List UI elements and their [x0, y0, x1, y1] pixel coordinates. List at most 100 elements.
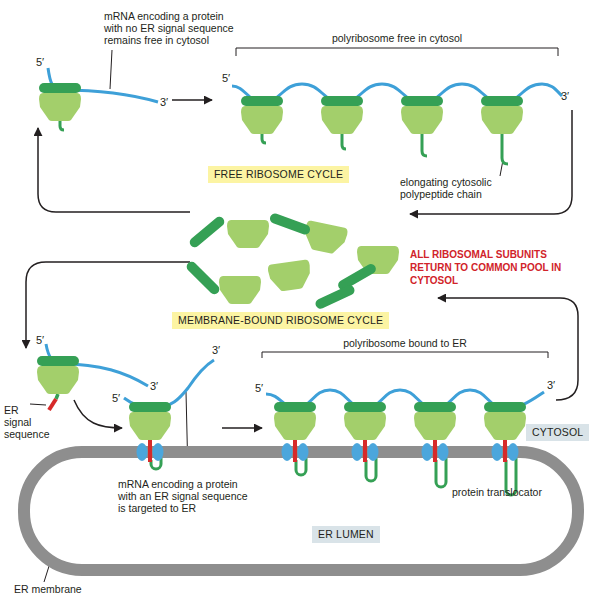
end-label: 5′	[36, 334, 44, 346]
end-label: 5′	[255, 382, 263, 394]
end-label: 3′	[561, 90, 569, 102]
annotation: ER signal sequence	[4, 404, 48, 440]
bound-ribosomes	[124, 360, 544, 440]
end-label: 3′	[160, 96, 168, 108]
large-subunit	[401, 106, 443, 134]
er-membrane	[24, 452, 578, 570]
annotation: protein translocator	[452, 486, 542, 498]
large-subunit	[302, 220, 349, 256]
compartment-box: ER LUMEN	[312, 526, 380, 543]
polypeptide-chain	[502, 134, 508, 164]
large-subunit	[481, 106, 523, 134]
large-subunit	[241, 106, 283, 134]
signal-ribosome	[37, 344, 148, 410]
polypeptide-chain	[60, 121, 64, 130]
small-subunit	[274, 402, 316, 412]
end-label: 3′	[547, 379, 555, 391]
polypeptide-chain	[56, 394, 58, 399]
translocator	[153, 443, 164, 461]
polypeptide-chain	[422, 134, 427, 156]
bracket	[262, 352, 548, 358]
translocator	[422, 443, 433, 461]
signal-sequence	[49, 399, 56, 410]
subunit-pool	[185, 212, 399, 310]
end-label: 5′	[112, 392, 120, 404]
end-label: 3′	[150, 380, 158, 392]
polypeptide-chain	[436, 458, 446, 487]
annotation: elongating cytosolic polypeptide chain	[400, 176, 525, 200]
translocator	[438, 443, 449, 461]
translocator	[352, 443, 363, 461]
leader-line	[30, 404, 46, 405]
compartment-box: CYTOSOL	[526, 424, 589, 441]
signal-sequence	[363, 438, 367, 462]
annotation: ER membrane	[14, 583, 82, 595]
cycle-note: ALL RIBOSOMAL SUBUNITS RETURN TO COMMON …	[410, 248, 568, 287]
step-arrow	[172, 99, 212, 101]
small-subunit	[414, 402, 456, 412]
translocator	[137, 443, 148, 461]
box-text: ER LUMEN	[318, 528, 374, 541]
translocators	[137, 443, 519, 461]
small-subunit	[37, 356, 79, 366]
translocator	[282, 443, 293, 461]
translocator	[492, 443, 503, 461]
large-subunit	[267, 259, 312, 293]
small-subunit	[344, 402, 386, 412]
end-label: 3′	[212, 344, 220, 356]
small-subunit	[484, 402, 526, 412]
cycle-arrow	[38, 128, 190, 212]
small-subunit	[39, 83, 81, 93]
annotation: mRNA encoding a protein with no ER signa…	[104, 10, 239, 46]
mrna	[124, 360, 214, 408]
end-label: 5′	[222, 72, 230, 84]
bracket-label: polyribosome bound to ER	[330, 337, 480, 349]
large-subunit	[227, 220, 269, 248]
leader-line	[110, 50, 112, 89]
translocator	[368, 443, 379, 461]
small-subunit	[269, 212, 312, 236]
annotation: mRNA encoding a protein with an ER signa…	[118, 478, 253, 514]
small-subunit	[188, 215, 227, 250]
large-subunit	[274, 412, 316, 440]
bracket-label: polyribosome free in cytosol	[317, 32, 477, 44]
box-text: CYTOSOL	[532, 426, 583, 439]
cycle-arrow	[438, 298, 578, 400]
small-subunit	[321, 96, 363, 106]
polypeptide-chain	[366, 458, 376, 481]
free-polyribosome	[232, 84, 562, 164]
large-subunit	[414, 412, 456, 440]
signal-sequence	[148, 438, 152, 462]
signal-sequence	[293, 438, 297, 462]
cycle-title-box: FREE RIBOSOME CYCLE	[208, 166, 349, 183]
signal-sequence	[433, 438, 437, 462]
bracket	[236, 48, 558, 56]
cycle-arrow	[26, 262, 190, 348]
translocator	[508, 443, 519, 461]
small-subunit	[481, 96, 523, 106]
small-subunit	[314, 284, 356, 311]
large-subunit	[37, 366, 79, 394]
large-subunit	[219, 276, 261, 304]
signal-sequences	[150, 438, 505, 462]
polypeptide-chain	[262, 134, 266, 143]
large-subunit	[129, 412, 171, 440]
small-subunit	[241, 96, 283, 106]
cycle-arrows	[26, 100, 578, 428]
end-label: 5′	[36, 56, 44, 68]
step-arrow	[74, 400, 122, 428]
free-ribosome	[39, 68, 158, 130]
step-arrow	[222, 427, 262, 429]
large-subunit	[321, 106, 363, 134]
small-subunit	[336, 262, 377, 292]
translocator	[298, 443, 309, 461]
cycle-title-box: MEMBRANE-BOUND RIBOSOME CYCLE	[172, 312, 389, 329]
small-subunit	[129, 402, 171, 412]
small-subunit	[401, 96, 443, 106]
signal-sequence	[503, 438, 507, 462]
box-text: MEMBRANE-BOUND RIBOSOME CYCLE	[178, 314, 383, 327]
large-subunit	[344, 412, 386, 440]
polypeptide-chain	[342, 134, 346, 149]
